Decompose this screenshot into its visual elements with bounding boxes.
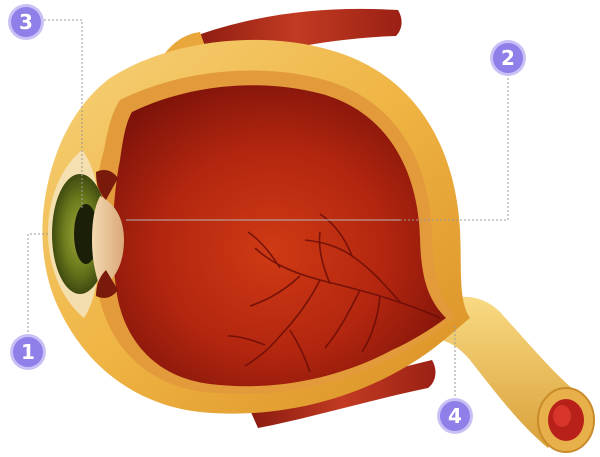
marker-4: 4 [437, 398, 473, 434]
optic-nerve-core-highlight [553, 405, 571, 427]
marker-4-label: 4 [448, 404, 462, 428]
marker-1: 1 [10, 334, 46, 370]
marker-1-label: 1 [21, 340, 35, 364]
marker-3-label: 3 [19, 10, 33, 34]
marker-2-label: 2 [501, 46, 515, 70]
marker-2: 2 [490, 40, 526, 76]
marker-3: 3 [8, 4, 44, 40]
